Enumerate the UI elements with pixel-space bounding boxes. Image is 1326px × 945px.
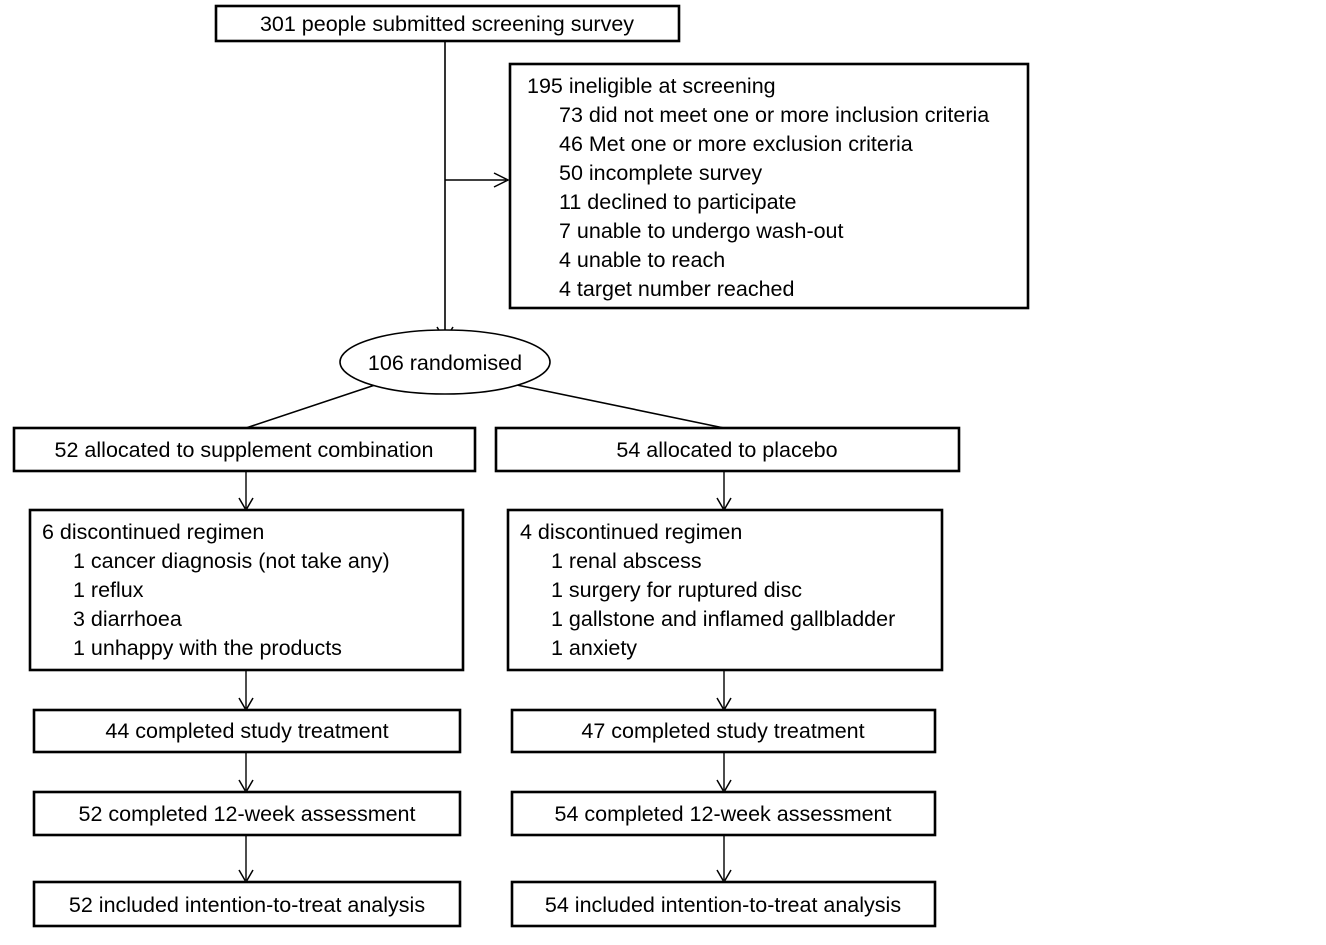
randomised-label: 106 randomised [368, 351, 522, 375]
arm1-discontinued-reason-3: 3 diarrhoea [73, 607, 182, 631]
arrowhead-exclusions [493, 172, 510, 188]
exclusion-reason-4: 11 declined to participate [559, 190, 796, 214]
arm2-discontinued-box [506, 508, 944, 672]
arm2-discontinued-reason-2: 1 surgery for ruptured disc [551, 578, 802, 602]
screening-box [214, 4, 681, 43]
arm2-analysis-box [510, 880, 937, 928]
arm1-assessment-box [32, 790, 462, 837]
arm1-discontinued-heading: 6 discontinued regimen [42, 520, 264, 544]
exclusion-box-heading: 195 ineligible at screening [527, 74, 776, 98]
arm2-completed-treatment-box [510, 708, 937, 754]
randomised-ellipse [339, 329, 551, 395]
arm1-completed-treatment-box [32, 708, 462, 754]
arm2-completed-treatment-label: 47 completed study treatment [581, 719, 864, 743]
arm1-discontinued-reason-1: 1 cancer diagnosis (not take any) [73, 549, 390, 573]
arm1-discontinued-box [28, 508, 465, 672]
arm2-discontinued-heading: 4 discontinued regimen [520, 520, 742, 544]
arm1-discontinued-reason-2: 1 reflux [73, 578, 144, 602]
arm1-analysis-box [32, 880, 462, 928]
arm2-assessment-box [510, 790, 937, 837]
arm2-discontinued-reason-3: 1 gallstone and inflamed gallbladder [551, 607, 895, 631]
arm2-allocation-label: 54 allocated to placebo [616, 438, 837, 462]
arm2-assessment-label: 54 completed 12-week assessment [554, 802, 891, 826]
arm1-analysis-label: 52 included intention-to-treat analysis [69, 893, 425, 917]
exclusion-reason-5: 7 unable to undergo wash-out [559, 219, 844, 243]
arm2-discontinued-reason-1: 1 renal abscess [551, 549, 702, 573]
exclusion-reason-2: 46 Met one or more exclusion criteria [559, 132, 913, 156]
exclusion-reason-7: 4 target number reached [559, 277, 794, 301]
exclusion-box [508, 62, 1030, 310]
exclusion-reason-1: 73 did not meet one or more inclusion cr… [559, 103, 989, 127]
arm2-discontinued-reason-4: 1 anxiety [551, 636, 637, 660]
arm1-allocation-label: 52 allocated to supplement combination [55, 438, 434, 462]
exclusion-reason-6: 4 unable to reach [559, 248, 725, 272]
connector-randomised-to-arm2 [511, 383, 725, 429]
arm1-allocation-box [12, 426, 477, 473]
arm1-assessment-label: 52 completed 12-week assessment [78, 802, 415, 826]
arm1-completed-treatment-label: 44 completed study treatment [105, 719, 388, 743]
screening-box-label: 301 people submitted screening survey [260, 12, 634, 36]
arm1-discontinued-reason-4: 1 unhappy with the products [73, 636, 342, 660]
connector-randomised-to-arm1 [245, 383, 379, 429]
arm2-analysis-label: 54 included intention-to-treat analysis [545, 893, 901, 917]
exclusion-reason-3: 50 incomplete survey [559, 161, 762, 185]
arm2-allocation-box [494, 426, 961, 473]
